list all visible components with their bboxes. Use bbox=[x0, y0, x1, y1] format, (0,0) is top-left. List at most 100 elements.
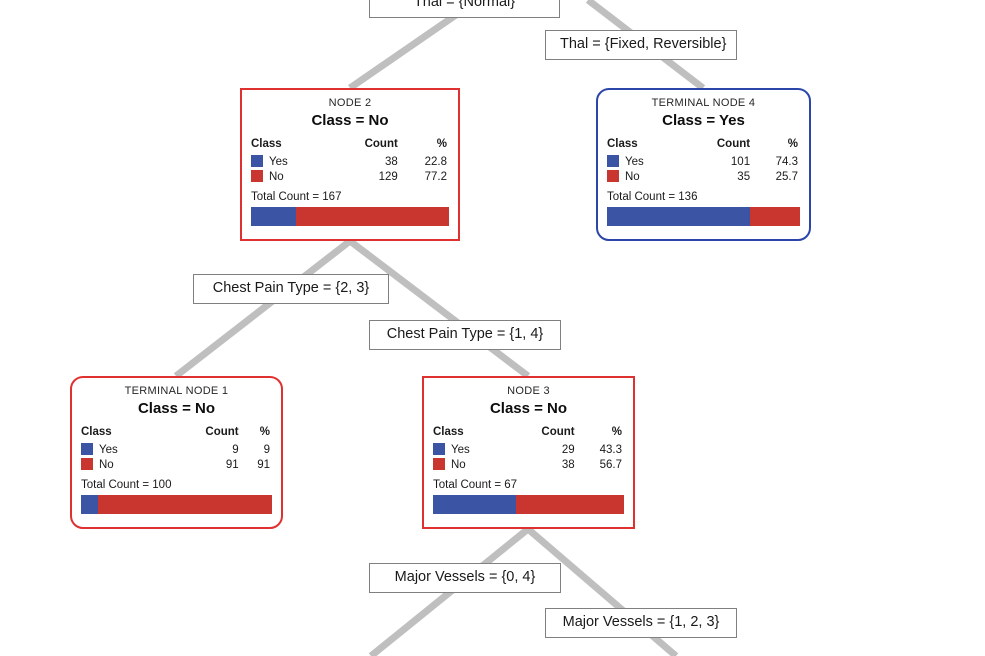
column-header-percent: % bbox=[259, 426, 270, 439]
percent-cell: 43.3 bbox=[599, 443, 622, 456]
bar-segment-yes bbox=[607, 207, 751, 227]
column-header-class: Class bbox=[433, 426, 464, 439]
total-count: Total Count = 136 bbox=[607, 191, 698, 204]
node-class-label: Class = Yes bbox=[662, 112, 745, 130]
column-header-class: Class bbox=[607, 138, 638, 151]
count-cell: 38 bbox=[561, 458, 575, 471]
column-header-class: Class bbox=[81, 426, 112, 439]
legend-swatch-icon bbox=[251, 155, 263, 168]
column-header-count: Count bbox=[716, 138, 751, 151]
edge-node2-to-node3 bbox=[347, 238, 531, 379]
total-count: Total Count = 167 bbox=[251, 191, 342, 204]
node-title: TERMINAL NODE 4 bbox=[651, 97, 756, 109]
bar-segment-no bbox=[515, 495, 624, 515]
class-cell: Yes bbox=[433, 442, 507, 457]
split-label-mv-0-4[interactable]: Major Vessels = {0, 4} bbox=[369, 563, 561, 593]
class-name: Yes bbox=[451, 444, 470, 457]
edge-node3-to-left bbox=[368, 526, 531, 656]
column-header-percent: % bbox=[611, 426, 622, 439]
class-cell: Yes bbox=[251, 154, 328, 169]
class-distribution-bar bbox=[433, 495, 624, 515]
edge-node2-to-terminal1 bbox=[173, 238, 353, 379]
table-row: Yes 101 74.3 bbox=[607, 154, 800, 169]
node-class-label: Class = No bbox=[489, 400, 568, 418]
legend-swatch-icon bbox=[607, 155, 619, 168]
legend-swatch-icon bbox=[607, 170, 619, 183]
legend-swatch-icon bbox=[81, 443, 93, 456]
table-row: No 38 56.7 bbox=[433, 457, 624, 472]
count-cell: 91 bbox=[225, 458, 239, 471]
column-header-percent: % bbox=[436, 138, 447, 151]
split-label-cpt-2-3[interactable]: Chest Pain Type = {2, 3} bbox=[193, 274, 389, 304]
column-header-class: Class bbox=[251, 138, 282, 151]
class-distribution-bar bbox=[607, 207, 800, 227]
percent-cell: 91 bbox=[257, 458, 270, 471]
table-row: No 129 77.2 bbox=[251, 169, 449, 184]
split-label-mv-1-2-3[interactable]: Major Vessels = {1, 2, 3} bbox=[545, 608, 737, 638]
class-cell: No bbox=[251, 169, 328, 184]
class-name: Yes bbox=[625, 156, 644, 169]
node-class-label: Class = No bbox=[311, 112, 389, 130]
split-label-thal-fixed-reversible[interactable]: Thal = {Fixed, Reversible} bbox=[545, 30, 737, 60]
legend-swatch-icon bbox=[251, 170, 263, 183]
table-header-row: Class Count% bbox=[607, 138, 800, 154]
bar-segment-no bbox=[750, 207, 800, 227]
edge-root-to-node2 bbox=[348, 5, 468, 91]
split-label-root-split[interactable]: Thal = {Normal} bbox=[369, 0, 560, 18]
bar-segment-yes bbox=[81, 495, 99, 515]
percent-cell: 56.7 bbox=[599, 458, 622, 471]
split-label-cpt-1-4[interactable]: Chest Pain Type = {1, 4} bbox=[369, 320, 561, 350]
class-name: No bbox=[269, 171, 284, 184]
percent-cell: 9 bbox=[263, 443, 270, 456]
table-row: Yes 9 9 bbox=[81, 442, 272, 457]
bar-segment-yes bbox=[251, 207, 297, 227]
percent-cell: 22.8 bbox=[424, 155, 447, 168]
class-cell: Yes bbox=[81, 442, 164, 457]
column-header-count: Count bbox=[541, 426, 575, 439]
count-cell: 9 bbox=[232, 443, 239, 456]
count-cell: 129 bbox=[378, 170, 398, 183]
percent-cell: 25.7 bbox=[775, 170, 798, 183]
table-header-row: Class Count% bbox=[251, 138, 449, 154]
class-name: No bbox=[99, 459, 114, 472]
table-header-row: Class Count% bbox=[433, 426, 624, 442]
node-title: NODE 3 bbox=[507, 385, 550, 397]
column-header-count: Count bbox=[364, 138, 398, 151]
legend-swatch-icon bbox=[81, 458, 93, 471]
bar-segment-yes bbox=[433, 495, 516, 515]
class-name: No bbox=[451, 459, 466, 472]
table-header-row: Class Count% bbox=[81, 426, 272, 442]
total-count: Total Count = 100 bbox=[81, 479, 172, 492]
count-cell: 101 bbox=[730, 155, 751, 168]
total-count: Total Count = 67 bbox=[433, 479, 518, 492]
class-name: Yes bbox=[269, 156, 288, 169]
class-cell: No bbox=[433, 457, 507, 472]
class-cell: No bbox=[607, 169, 682, 184]
class-name: No bbox=[625, 171, 640, 184]
node-title: TERMINAL NODE 1 bbox=[124, 385, 229, 397]
column-header-percent: % bbox=[787, 138, 798, 151]
class-distribution-bar bbox=[251, 207, 449, 227]
count-cell: 29 bbox=[561, 443, 575, 456]
percent-cell: 77.2 bbox=[424, 170, 447, 183]
class-distribution-bar bbox=[81, 495, 272, 515]
percent-cell: 74.3 bbox=[775, 155, 798, 168]
legend-swatch-icon bbox=[433, 458, 445, 471]
class-cell: No bbox=[81, 457, 164, 472]
node-title: NODE 2 bbox=[328, 97, 372, 109]
class-cell: Yes bbox=[607, 154, 682, 169]
legend-swatch-icon bbox=[433, 443, 445, 456]
column-header-count: Count bbox=[205, 426, 239, 439]
table-row: No 91 91 bbox=[81, 457, 272, 472]
